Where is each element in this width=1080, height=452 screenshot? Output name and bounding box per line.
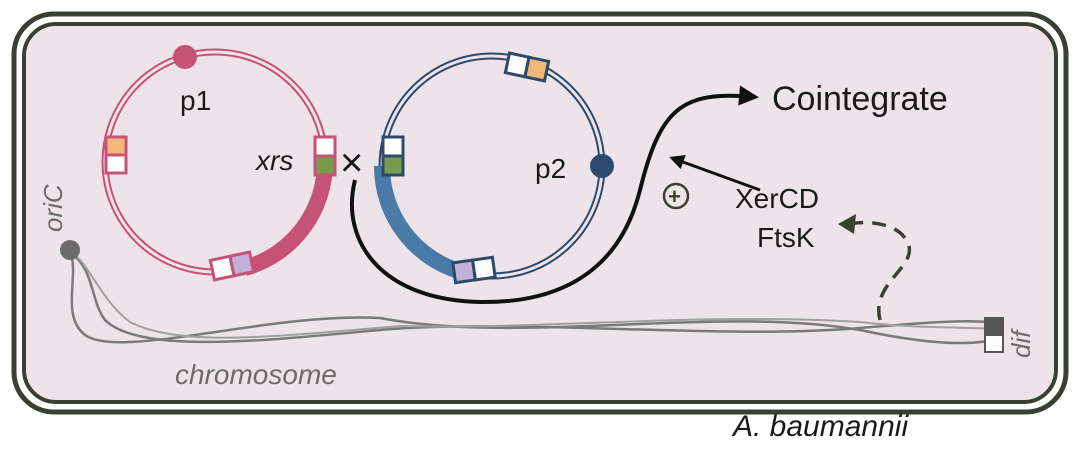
p1-label: p1: [180, 85, 211, 116]
xrs-label: xrs: [254, 145, 293, 176]
p1-site-bottom: [208, 250, 256, 282]
p2-label: p2: [535, 153, 566, 184]
cointegrate-label: Cointegrate: [772, 80, 948, 118]
p1-promoter-dot: [173, 45, 197, 69]
xercd-label: XerCD: [735, 183, 819, 214]
dif-label: dif: [1006, 328, 1036, 358]
oric-dot: [60, 240, 80, 260]
dashed-arrowhead: [838, 214, 856, 234]
p2-site-top: [503, 51, 551, 83]
ftsk-label: FtsK: [757, 222, 815, 253]
crossover-mark: ×: [340, 141, 363, 185]
organism-label: A. baumannii: [731, 410, 909, 443]
p2-xrs-site: [381, 135, 405, 177]
dashed-arrow: [849, 220, 912, 321]
chromosome-label: chromosome: [175, 359, 337, 390]
p2-promoter-dot: [590, 154, 614, 178]
p1-site-left: [104, 135, 128, 175]
p2-site-bottom: [451, 255, 497, 285]
oric-label: oriC: [38, 184, 68, 232]
chromosome: [68, 250, 1001, 345]
stimulation-icon: +: [662, 182, 690, 210]
dif-site: [984, 317, 1004, 353]
cointegrate-arrow: [349, 85, 759, 305]
p1-xrs-site: [313, 135, 337, 177]
cell-envelope: [11, 11, 1069, 415]
xercd-arrow: [669, 155, 761, 192]
stimulation-plus: +: [668, 184, 681, 209]
